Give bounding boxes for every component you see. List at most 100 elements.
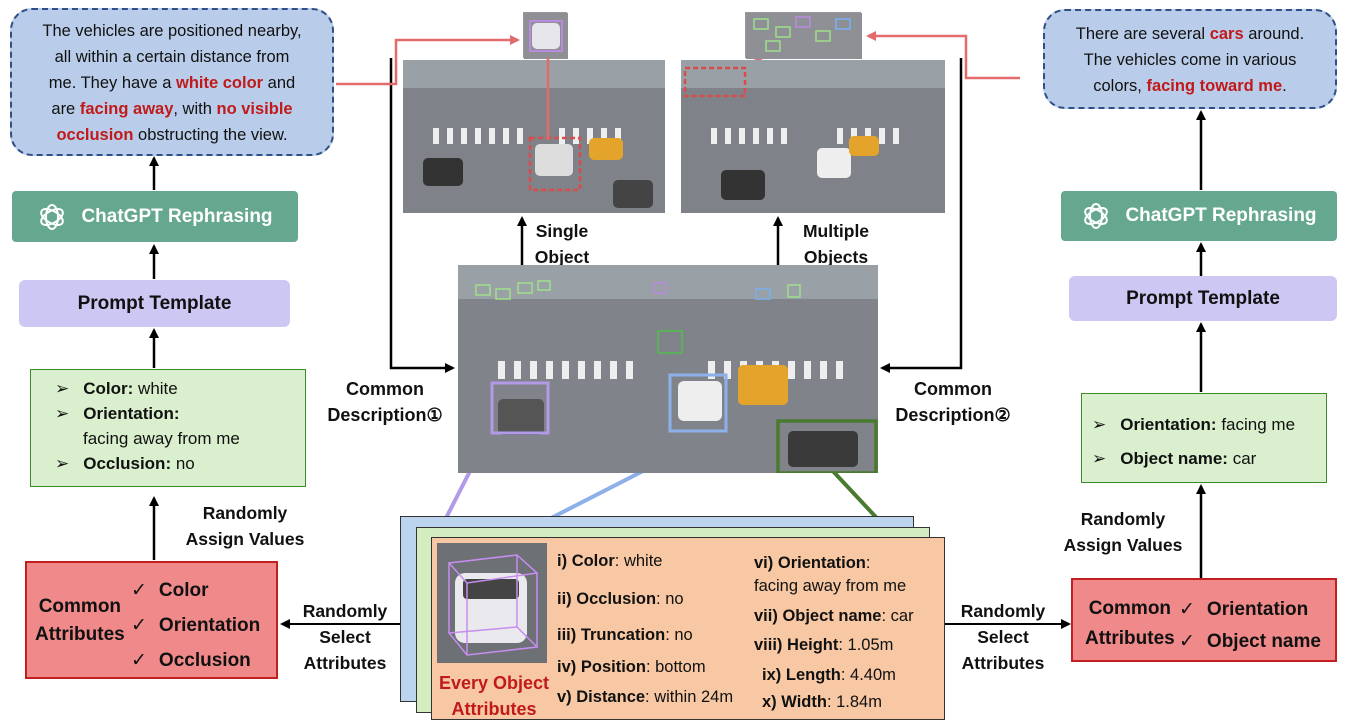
openai-icon [40, 203, 65, 230]
attr-key: Orientation [777, 554, 866, 572]
label-line: Common [38, 596, 122, 617]
attr-key: Object name [1120, 449, 1223, 468]
cars-crop-illustration [746, 13, 862, 59]
attr-value: : bottom [645, 658, 706, 676]
common-item: Orientation [1206, 599, 1309, 620]
prompt-label: Prompt Template [77, 292, 232, 314]
card-attr-row: v) Distance: within 24m [557, 688, 733, 707]
car-crop-illustration [524, 13, 568, 59]
attr-num: viii) [754, 636, 783, 654]
red-arrow-left [336, 35, 520, 86]
left-description-bubble: The vehicles are positioned nearby, all … [10, 8, 334, 156]
check-icon: ✓ [131, 615, 147, 636]
bubble-text: me. They have a [48, 74, 172, 92]
attr-key: Distance [576, 688, 646, 706]
highlight-text: facing away [79, 100, 174, 118]
label-line: Common [346, 379, 424, 399]
label-line: Every Object [438, 673, 550, 693]
object-crop-image [437, 543, 547, 663]
road-scene-illustration [403, 60, 665, 213]
attr-key: Color [571, 552, 615, 570]
attr-value: : within 24m [645, 688, 734, 706]
attr-num: vi) [754, 554, 774, 572]
single-object-crop [523, 12, 568, 59]
bubble-text: There are several [1075, 25, 1206, 43]
common-item: Color [158, 580, 209, 601]
card-attr-row: facing away from me [754, 577, 906, 596]
label-line: Object [534, 247, 590, 267]
attr-value: : car [881, 607, 914, 625]
attr-value: car [1227, 449, 1257, 468]
attr-num: v) [557, 688, 572, 706]
label-line: Common [1088, 598, 1172, 619]
arrow-common-desc-1 [389, 58, 455, 373]
attr-key: Orientation [1120, 415, 1211, 434]
attr-value: : white [614, 552, 663, 570]
label-line: Select [319, 627, 371, 647]
every-object-attributes-label: Every Object Attributes [432, 670, 556, 722]
attr-value: white [133, 379, 178, 398]
attr-value: facing away from me [754, 577, 907, 595]
attr-key: Length [785, 666, 841, 684]
card-attr-row: vi) Orientation: [754, 554, 870, 573]
bubble-text: are [51, 100, 76, 118]
attr-row: ➢Occlusion: no [55, 454, 195, 473]
attr-key: Object name [782, 607, 882, 625]
prompt-template-right: Prompt Template [1069, 276, 1337, 321]
label-line: Assign Values [1063, 535, 1183, 555]
randomly-assign-left: Randomly Assign Values [180, 500, 310, 552]
attr-key: Occlusion [83, 454, 166, 473]
highlight-text: white color [175, 74, 264, 92]
bubble-text: colors, [1093, 77, 1142, 95]
attr-row: ➢Color: white [55, 379, 178, 398]
label-line: Attributes [303, 653, 387, 673]
card-attr-row: i) Color: white [557, 552, 662, 571]
attr-key: Color [83, 379, 128, 398]
chatgpt-rephrasing-left: ChatGPT Rephrasing [12, 191, 298, 242]
check-icon: ✓ [131, 650, 147, 671]
attr-num: iii) [557, 626, 577, 644]
single-object-scene [403, 60, 665, 213]
highlight-text: cars [1209, 25, 1244, 43]
highlight-text: no visible [216, 100, 293, 118]
attr-value: : no [665, 626, 693, 644]
common-description-1: Common Description① [316, 376, 454, 428]
card-attr-row: viii) Height: 1.05m [754, 636, 893, 655]
label-line: Select [977, 627, 1029, 647]
attr-value: facing me [1216, 415, 1296, 434]
check-icon: ✓ [131, 580, 147, 601]
attr-value: facing away from me [83, 429, 240, 448]
label-line: Randomly [302, 601, 388, 621]
attr-value: : 1.05m [838, 636, 894, 654]
attr-row: ➢Orientation: facing me [1092, 415, 1296, 434]
label-line: Attributes [1085, 628, 1175, 649]
randomly-select-left: Randomly Select Attributes [290, 598, 400, 676]
label-line: Objects [803, 247, 869, 267]
card-attr-row: iv) Position: bottom [557, 658, 706, 677]
car-3d-box-illustration [437, 543, 547, 663]
bubble-text: obstructing the view. [138, 126, 288, 144]
attr-num: i) [557, 552, 568, 570]
attr-key: Occlusion [576, 590, 657, 608]
label-line: Single [535, 221, 589, 241]
attr-key: Orientation [83, 404, 174, 423]
common-attributes-left: Common Attributes ✓Color ✓Orientation ✓O… [25, 561, 278, 679]
check-icon: ✓ [1179, 631, 1195, 652]
multiple-objects-scene [681, 60, 945, 213]
arrow-common-desc-2 [880, 58, 963, 373]
common-item: Occlusion [158, 650, 251, 671]
label-line: Randomly [960, 601, 1046, 621]
attr-num: ix) [762, 666, 782, 684]
label-line: Assign Values [185, 529, 305, 549]
card-attr-row: ix) Length: 4.40m [762, 666, 896, 685]
label-line: Attributes [961, 653, 1045, 673]
attr-row: facing away from me [55, 426, 305, 451]
label-line: Description② [895, 405, 1011, 425]
card-attr-row: x) Width: 1.84m [762, 693, 882, 712]
card-attr-row: ii) Occlusion: no [557, 590, 684, 609]
attr-row: ➢Orientation: [55, 404, 180, 423]
attr-value: : 4.40m [840, 666, 896, 684]
attr-num: ii) [557, 590, 572, 608]
road-scene-illustration [681, 60, 945, 213]
